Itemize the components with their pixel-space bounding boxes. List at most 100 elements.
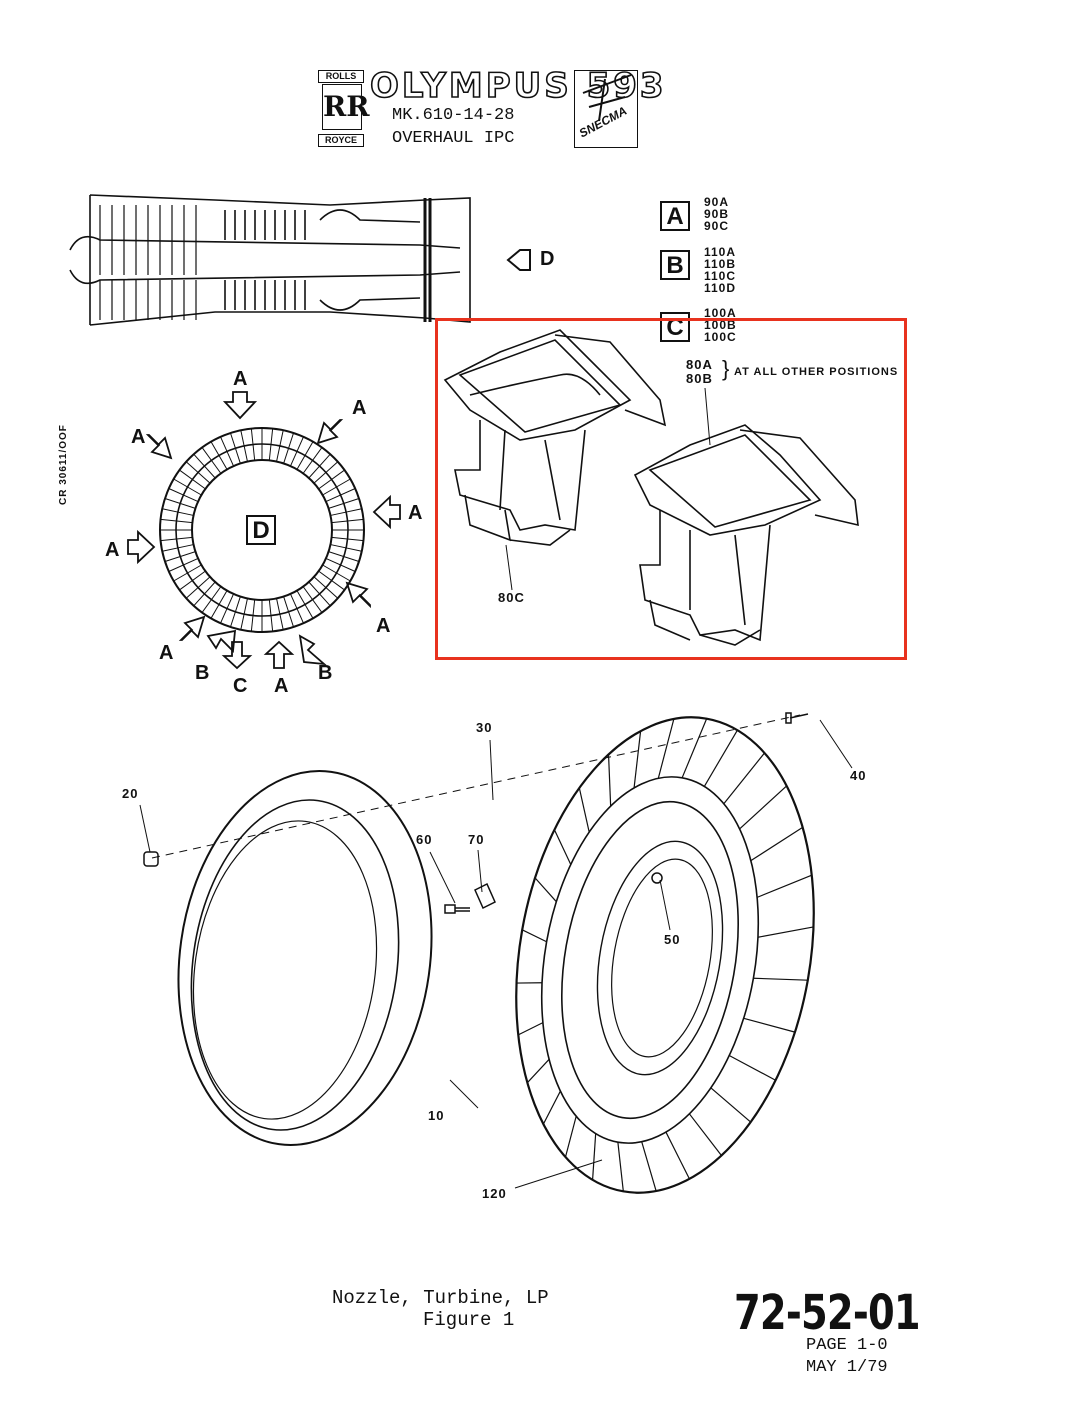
highlight-frame [435,318,907,660]
ring-spoke [330,508,362,516]
vane-segment [641,1141,657,1192]
ring-spoke [296,590,314,619]
ring-spoke [250,599,256,632]
ring-spoke [325,558,356,572]
ring-spoke [318,469,345,490]
snecma-logo-icon: SNECMA [574,70,638,148]
vane-segment [665,1131,690,1180]
vane-segment [591,1133,597,1180]
ring-spoke [328,551,360,562]
ring-spoke [240,598,248,630]
royce-label: ROYCE [318,134,364,147]
vane-segment [617,1142,624,1192]
vane-segment [739,785,788,830]
vane-segment [750,826,803,862]
vane-segment [728,1054,776,1081]
ring-label: A [408,502,423,524]
ring-spoke [268,599,274,632]
vane-segment [757,926,814,938]
side-reference: CR 30611/OOF [58,424,69,505]
legend-letter-a: A [660,201,690,231]
ring-spoke [162,508,194,516]
ring-spoke [302,447,323,474]
ring-spoke [201,447,222,474]
ring-spoke [210,441,228,470]
ring-spoke [322,564,351,582]
vane-segment [521,929,547,943]
rolls-label: ROLLS [318,70,364,83]
ring-spoke [322,478,351,496]
ring-spoke [193,581,216,607]
ring-spoke [164,551,196,562]
callout-80c: 80C [498,590,525,605]
vane-segment [703,729,738,787]
hardware-parts [143,712,809,914]
ring-label: A [159,642,174,664]
ring-spoke [325,488,356,502]
ring-spoke [290,593,304,624]
callout-70: 70 [468,832,485,847]
vane-detail-80ab [633,424,859,646]
vane-detail-80c [443,329,667,546]
vane-segment [633,731,642,789]
vane-segment [534,877,557,903]
ring-spoke [185,576,211,599]
vane-segment [553,829,572,865]
ring-spoke [268,428,274,461]
ring-spoke [160,518,193,524]
ring-view [159,427,365,633]
leader-lines [139,387,853,1189]
ring-spoke [276,430,284,462]
vane-segment [681,718,708,779]
ring-label: A [376,615,391,637]
ring-spoke [313,576,339,599]
ring-spoke [318,570,345,591]
ring-spoke [302,586,323,613]
ring-arrows [127,391,401,670]
ring-label: A [233,368,248,390]
revision-date: MAY 1/79 [806,1358,888,1377]
callout-20: 20 [122,786,139,801]
ring-spoke [331,518,364,524]
vane-segment [526,1058,550,1084]
callout-120: 120 [482,1186,507,1201]
engine-mark: MK.610-14-28 [392,106,515,125]
ring-spoke [164,498,196,509]
view-d-arrow [506,249,531,271]
figure-title: Nozzle, Turbine, LP [332,1287,549,1309]
ring-spoke [240,430,248,462]
ring-spoke [160,536,193,542]
vane-segment [756,874,812,898]
figure-number: Figure 1 [423,1309,515,1331]
ring-label: A [352,397,367,419]
ring-spoke [185,461,211,484]
ring-spoke [230,596,241,628]
legend-letter-b: B [660,250,690,280]
ring-spoke [230,432,241,464]
ring-spoke [201,586,222,613]
vane-segment [710,1087,752,1123]
vane-segment [753,977,808,981]
callout-30: 30 [476,720,493,735]
rr-logo-icon: RR [322,84,370,130]
ring-label: C [233,675,248,697]
ring-spoke [308,581,331,607]
legend-parts-c: 100A 100B 100C [704,306,737,344]
ring-spoke [296,441,314,470]
legend-parts-b: 110A 110B 110C 110D [704,245,737,295]
vane-segment [564,1116,577,1158]
ring-spoke [173,478,202,496]
ring-spoke [283,432,294,464]
ring-spoke [193,453,216,479]
ring-spoke [250,428,256,461]
ring-label: A [105,539,120,561]
ring-spoke [308,453,331,479]
detail-parts-80ab: 80A 80B [686,357,713,386]
vane-segment [542,1090,561,1125]
page-number: PAGE 1-0 [806,1336,888,1355]
seal-ring [177,770,433,1146]
ring-spoke [168,488,199,502]
manual-subtitle: OVERHAUL IPC [392,129,515,148]
vane-segment [578,787,590,833]
